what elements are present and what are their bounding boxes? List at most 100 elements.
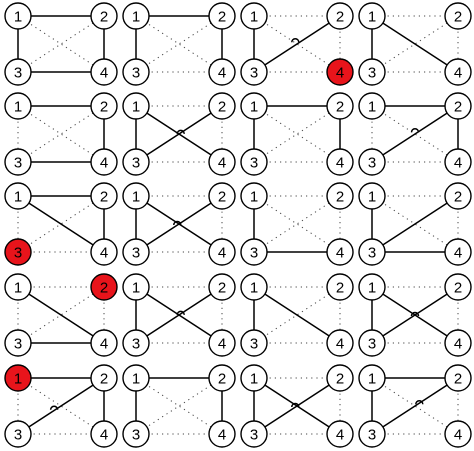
node-circle-2 xyxy=(444,273,472,301)
node-label-1: 1 xyxy=(14,189,22,206)
dotted-edge-3-2 xyxy=(135,15,223,73)
node-label-3: 3 xyxy=(14,245,22,262)
node-circle-3 xyxy=(4,58,32,86)
node-circle-2 xyxy=(208,92,236,120)
node-label-1: 1 xyxy=(14,280,22,297)
node-label-1: 1 xyxy=(132,99,140,116)
node-label-3: 3 xyxy=(250,245,258,262)
node-label-2: 2 xyxy=(218,9,226,26)
node-circle-2 xyxy=(326,273,354,301)
node-label-3: 3 xyxy=(132,427,140,444)
node-circle-2 xyxy=(90,92,118,120)
node-circle-2 xyxy=(444,2,472,30)
node-circle-2 xyxy=(444,182,472,210)
node-label-2: 2 xyxy=(336,9,344,26)
node-label-2: 2 xyxy=(218,189,226,206)
node-label-4: 4 xyxy=(218,336,226,353)
node-label-2: 2 xyxy=(454,280,462,297)
node-label-2: 2 xyxy=(336,371,344,388)
solid-edge-1-4 xyxy=(371,15,459,73)
solid-edge-3-2 xyxy=(17,377,105,435)
node-circle-3 xyxy=(4,329,32,357)
node-circle-4 xyxy=(90,58,118,86)
dotted-edge-3-2 xyxy=(253,105,341,163)
node-label-1: 1 xyxy=(368,9,376,26)
node-circle-2 xyxy=(90,2,118,30)
graph-cell-2-2: 1 2 3 4 xyxy=(240,182,354,266)
node-circle-4 xyxy=(444,420,472,448)
node-circle-1 xyxy=(358,364,386,392)
node-circle-4 xyxy=(444,58,472,86)
dotted-edge-1-4 xyxy=(17,105,105,163)
node-circle-2 xyxy=(444,364,472,392)
node-label-2: 2 xyxy=(218,99,226,116)
node-label-1: 1 xyxy=(250,9,258,26)
node-label-4: 4 xyxy=(454,427,462,444)
node-circle-3 xyxy=(358,238,386,266)
node-circle-3 xyxy=(240,58,268,86)
node-circle-3 xyxy=(240,148,268,176)
node-label-4: 4 xyxy=(454,155,462,172)
node-circle-3 xyxy=(122,420,150,448)
node-circle-3 xyxy=(240,238,268,266)
node-circle-1 xyxy=(240,273,268,301)
node-circle-1 xyxy=(240,92,268,120)
node-label-2: 2 xyxy=(336,189,344,206)
node-label-3: 3 xyxy=(368,155,376,172)
node-label-3: 3 xyxy=(250,155,258,172)
node-label-3: 3 xyxy=(368,336,376,353)
node-label-1: 1 xyxy=(132,9,140,26)
dotted-edge-1-4 xyxy=(135,377,223,435)
node-label-1: 1 xyxy=(368,280,376,297)
dotted-edge-3-2 xyxy=(17,15,105,73)
node-label-4: 4 xyxy=(336,245,344,262)
node-label-4: 4 xyxy=(454,336,462,353)
node-circle-1 xyxy=(122,182,150,210)
node-circle-2 xyxy=(208,2,236,30)
solid-edge-3-2 xyxy=(253,377,341,435)
node-label-4: 4 xyxy=(100,245,108,262)
node-circle-4 xyxy=(90,238,118,266)
node-circle-3 xyxy=(122,58,150,86)
node-circle-3 xyxy=(4,148,32,176)
dotted-edge-3-2 xyxy=(17,105,105,163)
crossing-hop-0 xyxy=(176,129,185,135)
node-circle-2 xyxy=(90,273,118,301)
node-label-2: 2 xyxy=(100,9,108,26)
crossing-hop-0 xyxy=(291,402,300,408)
crossing-hop-0 xyxy=(291,37,300,43)
node-circle-1 xyxy=(358,2,386,30)
node-circle-3 xyxy=(4,420,32,448)
crossing-hop-0 xyxy=(410,311,420,317)
node-circle-1 xyxy=(358,92,386,120)
node-label-2: 2 xyxy=(336,280,344,297)
node-label-1: 1 xyxy=(250,189,258,206)
node-circle-1 xyxy=(358,273,386,301)
node-label-4: 4 xyxy=(336,155,344,172)
node-label-1: 1 xyxy=(132,280,140,297)
node-circle-4 xyxy=(326,420,354,448)
node-circle-3 xyxy=(240,329,268,357)
node-circle-2 xyxy=(326,364,354,392)
node-label-4: 4 xyxy=(218,155,226,172)
node-circle-1 xyxy=(4,273,32,301)
node-label-4: 4 xyxy=(336,336,344,353)
dotted-edge-1-4 xyxy=(135,15,223,73)
node-label-4: 4 xyxy=(100,427,108,444)
dotted-edge-1-4 xyxy=(253,195,341,253)
node-circle-2 xyxy=(90,182,118,210)
node-label-1: 1 xyxy=(14,371,22,388)
node-circle-3 xyxy=(122,329,150,357)
node-circle-4 xyxy=(90,329,118,357)
node-label-4: 4 xyxy=(100,155,108,172)
node-circle-4 xyxy=(208,238,236,266)
